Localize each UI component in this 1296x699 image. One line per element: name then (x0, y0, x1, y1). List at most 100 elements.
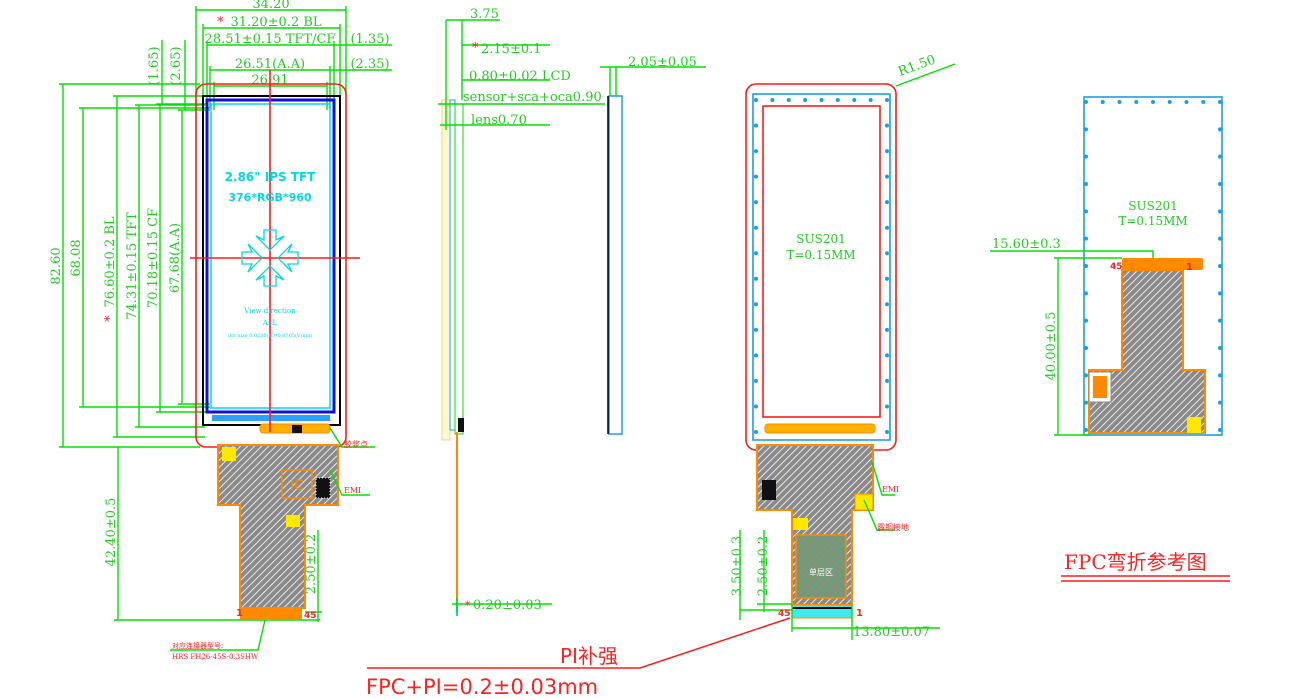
view-direction-label: View direction (243, 307, 296, 315)
rivet-dot (852, 98, 857, 102)
pin-first: 1 (1186, 262, 1193, 273)
panel-title: 2.86" IPS TFT (225, 170, 317, 184)
ground-pad (1187, 417, 1201, 433)
steel-back-side (608, 95, 623, 435)
emi-component (762, 480, 776, 500)
dim-height-total: 82.60 (49, 247, 64, 284)
label-emi: EMI (882, 485, 899, 494)
rivet-dot (1084, 100, 1088, 104)
view-direction-arrows-icon (241, 229, 299, 287)
rivet-dot (1084, 400, 1088, 405)
dim-b: 2.50±0.2 (756, 536, 771, 597)
rivet-dot (885, 123, 889, 128)
dim-length: 40.00±0.5 (1044, 312, 1059, 381)
rivet-dot (803, 98, 808, 102)
material: SUS201 (1128, 199, 1177, 213)
rivet-dot (1117, 100, 1122, 104)
rivet-dot (885, 200, 889, 205)
rivet-dot (1084, 318, 1088, 323)
rivet-dot (1218, 209, 1222, 214)
pin-last: 45 (778, 609, 791, 619)
fpc-bond (764, 423, 876, 434)
stiffener-pad (793, 518, 808, 530)
thickness: T=0.15MM (786, 248, 855, 262)
bond-component (292, 425, 302, 433)
dim-tft-cf-width: 28.51±0.15 TFT/CF (205, 32, 336, 47)
dim-offset: 15.60±0.3 (992, 237, 1061, 252)
single-layer-zone (795, 534, 847, 599)
rivet-dot (885, 378, 889, 383)
dim-sensor: sensor+sca+oca0.90 (463, 90, 602, 105)
rivet-dot (1084, 154, 1088, 159)
steel-rivets (754, 98, 889, 434)
dim-height-inner: 68.08 (69, 239, 84, 276)
rivet-dot (819, 98, 824, 102)
rivet-dot (754, 174, 758, 179)
rivet-dot (754, 149, 758, 154)
rivet-dot (1134, 100, 1139, 104)
title-underline (1061, 575, 1230, 582)
rivet-dot (1084, 182, 1088, 186)
backlight-layer (454, 103, 464, 435)
lens-layer (441, 99, 451, 441)
critical-mark: * (465, 599, 471, 612)
label-ground: 露铜接地 (877, 522, 909, 532)
steel-rivets (1084, 100, 1222, 432)
material: SUS201 (796, 232, 845, 246)
dim-offset-v2: (2.65) (169, 46, 184, 85)
stiffener-pad (222, 447, 236, 461)
dim-offset-2: (2.35) (350, 57, 389, 72)
view-direction-value: ALL (262, 319, 278, 327)
dim-aa-width: 26.51(A.A) (235, 57, 305, 72)
rivet-dot (885, 327, 889, 332)
ground-pad (854, 493, 874, 511)
ic-footprint (281, 469, 313, 499)
rivet-dot (1151, 100, 1155, 104)
rivet-dot (885, 98, 889, 102)
rivet-dot (754, 123, 758, 128)
rivet-dot (1218, 264, 1222, 268)
rivet-dot (786, 98, 791, 102)
dim-tft-height: 74.31±0.15 TFT (125, 212, 140, 320)
front-view: 34.20 * 31.20±0.2 BL 28.51±0.15 TFT/CF (… (49, 0, 392, 661)
rivet-dot (754, 404, 758, 409)
rivet-dot (885, 404, 889, 409)
rivet-dot (1084, 236, 1088, 241)
rivet-dot (754, 276, 758, 281)
pi-stiffener (791, 604, 853, 619)
fpc-tail (1088, 269, 1206, 434)
side-view: 3.75 * 2.15±0.1 0.80±0.02 LCD sensor+sca… (438, 7, 706, 616)
fpc-connector-fingers (1122, 258, 1203, 270)
rivet-dot (1218, 428, 1222, 432)
emi-component (1093, 376, 1107, 398)
pin-last: 45 (1110, 262, 1123, 272)
rivet-dot (1084, 264, 1088, 268)
rivet-dot (770, 98, 775, 102)
rivet-dot (754, 98, 758, 102)
rivet-dot (1218, 346, 1222, 350)
connector-label: 对应连接器型号: (172, 641, 223, 650)
center-crosshair (190, 70, 360, 432)
pin-last: 45 (304, 611, 317, 621)
thickness: T=0.15MM (1118, 214, 1187, 228)
ic-side (458, 418, 464, 432)
dim-lens: lens0.70 (471, 113, 527, 128)
rivet-dot (1218, 100, 1222, 104)
fpc-tail (217, 444, 339, 609)
rivet-dot (885, 251, 889, 256)
dim-fpc: 0.20±0.03 (473, 598, 542, 613)
rivet-dot (835, 98, 840, 102)
steel-plate (752, 93, 891, 441)
rivet-dot (754, 327, 758, 332)
dim-a: 3.50±0.3 (730, 536, 745, 597)
rivet-dot (1184, 100, 1189, 104)
dim-back: 2.05±0.05 (628, 55, 697, 70)
lcd-layer (449, 99, 456, 431)
rivet-dot (1218, 154, 1222, 159)
pin-first: 1 (856, 608, 863, 619)
rivet-dot (754, 251, 758, 256)
dim-bl-width: 31.20±0.2 BL (230, 15, 321, 30)
dot-size: dot size 0.0235(H)*0.0705(V)mm (228, 332, 312, 339)
pi-spec: FPC+PI=0.2±0.03mm (366, 675, 598, 699)
